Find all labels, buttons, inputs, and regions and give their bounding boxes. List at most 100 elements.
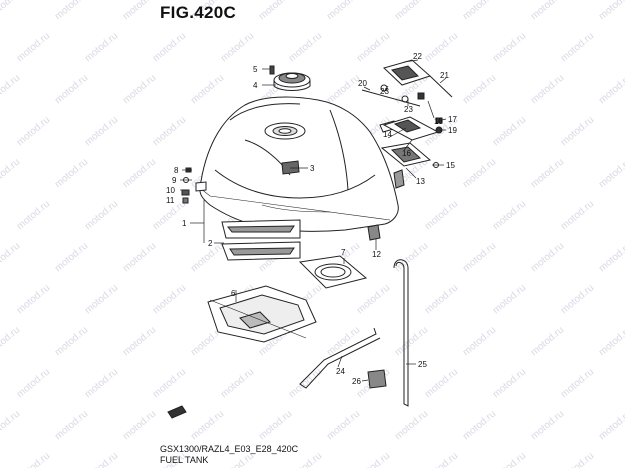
- callout-23-a: 23: [380, 87, 389, 96]
- callout-22: 22: [413, 52, 422, 61]
- watermark-text: motod.ru: [461, 0, 498, 22]
- watermark-text: motod.ru: [121, 73, 158, 107]
- callout-2: 2: [208, 239, 213, 248]
- callout-26: 26: [352, 377, 361, 386]
- watermark-text: motod.ru: [529, 409, 566, 443]
- callout-6: 6: [231, 289, 236, 298]
- watermark-text: motod.ru: [83, 283, 120, 317]
- watermark-text: motod.ru: [559, 283, 596, 317]
- callout-1: 1: [182, 219, 187, 228]
- watermark-text: motod.ru: [287, 31, 324, 65]
- watermark-text: motod.ru: [53, 157, 90, 191]
- watermark-text: motod.ru: [461, 409, 498, 443]
- callout-9: 9: [172, 176, 177, 185]
- watermark-text: motod.ru: [0, 157, 22, 191]
- figure-part-name: FUEL TANK: [160, 455, 209, 465]
- watermark-text: motod.ru: [529, 241, 566, 275]
- watermark-text: motod.ru: [0, 409, 22, 443]
- watermark-text: motod.ru: [121, 0, 158, 22]
- callout-13: 13: [416, 177, 425, 186]
- watermark-text: motod.ru: [423, 451, 460, 468]
- watermark-text: motod.ru: [491, 31, 528, 65]
- callout-11: 11: [166, 196, 175, 205]
- callout-18: 18: [434, 117, 443, 126]
- callout-3: 3: [310, 164, 315, 173]
- watermark-text: motod.ru: [355, 451, 392, 468]
- heat-shield: [207, 285, 317, 343]
- watermark-text: motod.ru: [325, 0, 362, 22]
- watermark-text: motod.ru: [15, 199, 52, 233]
- watermark-text: motod.ru: [151, 31, 188, 65]
- callout-12: 12: [372, 250, 381, 259]
- watermark-text: motod.ru: [597, 73, 625, 107]
- watermark-text: motod.ru: [15, 283, 52, 317]
- watermark-text: motod.ru: [423, 31, 460, 65]
- watermark-text: motod.ru: [53, 0, 90, 22]
- watermark-text: motod.ru: [559, 199, 596, 233]
- watermark-text: motod.ru: [121, 241, 158, 275]
- watermark-text: motod.ru: [529, 73, 566, 107]
- watermark-text: motod.ru: [529, 157, 566, 191]
- watermark-text: motod.ru: [219, 367, 256, 401]
- watermark-text: motod.ru: [53, 325, 90, 359]
- callout-10: 10: [166, 186, 175, 195]
- drain-hose: [299, 327, 381, 389]
- watermark-text: motod.ru: [461, 241, 498, 275]
- trim-decals: [221, 219, 301, 261]
- callout-5: 5: [253, 65, 258, 74]
- watermark-text: motod.ru: [355, 283, 392, 317]
- callout-15: 15: [446, 161, 455, 170]
- watermark-text: motod.ru: [53, 409, 90, 443]
- watermark-text: motod.ru: [0, 73, 22, 107]
- watermark-text: motod.ru: [53, 73, 90, 107]
- callout-24: 24: [336, 367, 345, 376]
- watermark-text: motod.ru: [393, 325, 430, 359]
- watermark-text: motod.ru: [83, 367, 120, 401]
- rear-bracket: [361, 59, 453, 107]
- watermark-text: motod.ru: [257, 0, 294, 22]
- watermark-text: motod.ru: [529, 0, 566, 22]
- watermark-text: motod.ru: [529, 325, 566, 359]
- callout-labels: 1 2 3 4 5 6 7 8 9 10 11 12 13 14 15 16 1…: [166, 52, 457, 386]
- callout-25: 25: [418, 360, 427, 369]
- watermark-text: motod.ru: [597, 241, 625, 275]
- watermark-text: motod.ru: [0, 241, 22, 275]
- watermark-text: motod.ru: [393, 0, 430, 22]
- watermark-text: motod.ru: [83, 451, 120, 468]
- watermark-text: motod.ru: [287, 367, 324, 401]
- watermark-text: motod.ru: [0, 0, 22, 22]
- watermark-text: motod.ru: [559, 451, 596, 468]
- watermark-text: motod.ru: [83, 31, 120, 65]
- left-fasteners: [181, 167, 192, 204]
- fuel-tank: [195, 96, 399, 232]
- watermark-text: motod.ru: [423, 283, 460, 317]
- watermark-text: motod.ru: [121, 325, 158, 359]
- watermark-text: motod.ru: [121, 409, 158, 443]
- clip: [367, 224, 381, 241]
- watermark-text: motod.ru: [355, 31, 392, 65]
- watermark-text: motod.ru: [491, 283, 528, 317]
- callout-14: 14: [383, 130, 392, 139]
- watermark-text: motod.ru: [189, 73, 226, 107]
- fuel-pump-gasket: [298, 255, 368, 289]
- leader-lines: [180, 59, 447, 382]
- watermark-text: motod.ru: [0, 325, 22, 359]
- callout-17: 17: [448, 115, 457, 124]
- prop-rod: [393, 259, 409, 407]
- figure-model-code: GSX1300/RAZL4_E03_E28_420C: [160, 444, 299, 454]
- watermark-text: motod.ru: [597, 0, 625, 22]
- watermark-text: motod.ru: [597, 325, 625, 359]
- callout-8: 8: [174, 166, 179, 175]
- watermark-text: motod.ru: [83, 115, 120, 149]
- watermark-text: motod.ru: [53, 241, 90, 275]
- figure-title: FIG.420C: [160, 3, 237, 22]
- callout-7: 7: [341, 248, 346, 257]
- watermark-text: motod.ru: [151, 367, 188, 401]
- watermark-text: motod.ru: [15, 115, 52, 149]
- callout-23-b: 23: [404, 105, 413, 114]
- watermark-text: motod.ru: [121, 157, 158, 191]
- watermark-text: motod.ru: [559, 115, 596, 149]
- watermark-text: motod.ru: [597, 157, 625, 191]
